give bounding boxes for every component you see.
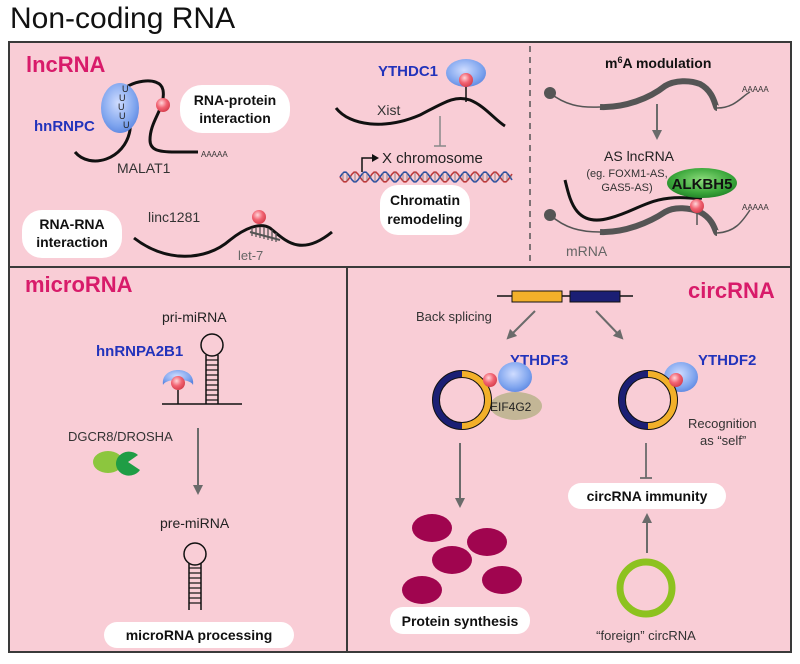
- polya-tail: AAAAA: [201, 150, 228, 159]
- label-as-example-1: (eg. FOXM1-AS,: [586, 168, 667, 180]
- mrna-top: [544, 78, 751, 111]
- malat1-structure: [73, 79, 198, 163]
- badge-rna-rna-interaction: RNA-RNA interaction: [22, 210, 122, 258]
- promoter-arrow: [361, 154, 379, 172]
- label-mrna: mRNA: [566, 243, 608, 259]
- label-malat1: MALAT1: [117, 160, 171, 176]
- arrow-left: [506, 310, 536, 340]
- dgcr8-icon: [93, 451, 123, 473]
- badge-line: microRNA processing: [126, 627, 273, 643]
- exon-navy: [569, 290, 621, 303]
- label-back-splicing: Back splicing: [416, 309, 492, 324]
- badge-protein-synthesis: Protein synthesis: [390, 607, 530, 634]
- circrna-right: [618, 370, 678, 430]
- u-letter: U: [118, 102, 125, 112]
- section-title-circrna: circRNA: [688, 278, 775, 303]
- label-as-lncrna: AS lncRNA: [604, 148, 675, 164]
- label-xist: Xist: [377, 102, 400, 118]
- badge-line: Chromatin: [390, 192, 460, 208]
- polya-tail: AAAAA: [742, 85, 769, 94]
- hnrnpc-protein: [101, 83, 139, 133]
- m6a-site: [252, 210, 266, 224]
- badge-line: RNA-protein: [194, 92, 276, 108]
- label-ythdc1: YTHDC1: [378, 63, 438, 80]
- m6a-site: [156, 98, 170, 112]
- label-eif4g2: EIF4G2: [490, 400, 532, 414]
- protein-blobs: [402, 514, 522, 604]
- badge-chromatin-remodeling: Chromatin remodeling: [380, 185, 470, 235]
- m6a-site: [483, 373, 497, 387]
- m6a-site: [669, 373, 683, 387]
- label-ythdf2: YTHDF2: [698, 352, 756, 369]
- pri-mirna-hairpin: [162, 333, 242, 405]
- pre-mirna-hairpin: [183, 542, 207, 610]
- linc1281-strand: [133, 210, 333, 258]
- arrow-right: [595, 310, 624, 340]
- as-lncrna-strand: [563, 179, 703, 222]
- u-letter: U: [123, 120, 130, 130]
- foreign-circrna-ring: [616, 558, 676, 618]
- uuuuu-letters: U U U U U: [118, 84, 130, 130]
- m6a-site: [459, 73, 473, 87]
- label-alkbh5: ALKBH5: [672, 176, 733, 193]
- section-title-microrna: microRNA: [25, 272, 133, 297]
- u-letter: U: [122, 84, 129, 94]
- badge-rna-protein-interaction: RNA-protein interaction: [180, 85, 290, 133]
- label-dgcr8-drosha: DGCR8/DROSHA: [68, 429, 173, 444]
- polya-tail: AAAAA: [742, 203, 769, 212]
- ythdf3-protein: [498, 362, 532, 392]
- badge-line: circRNA immunity: [587, 488, 708, 504]
- badge-line: Protein synthesis: [402, 613, 519, 629]
- label-recognition-1: Recognition: [688, 416, 757, 431]
- u-letter: U: [119, 93, 126, 103]
- label-let7: let-7: [238, 248, 263, 263]
- label-linc1281: linc1281: [148, 209, 200, 225]
- figure-title: Non-coding RNA: [10, 2, 236, 35]
- eif4g2-protein: [490, 392, 542, 420]
- alkbh5-protein: [667, 168, 737, 198]
- drosha-icon: [115, 451, 140, 476]
- u-letter: U: [119, 111, 126, 121]
- badge-microrna-processing: microRNA processing: [104, 622, 294, 648]
- label-hnrnpa2b1: hnRNPA2B1: [96, 343, 183, 360]
- badge-line: interaction: [199, 110, 271, 126]
- inhibition-immunity: [640, 443, 652, 479]
- circrna-left: [432, 370, 492, 430]
- pre-mrna-exons: [497, 290, 633, 303]
- exon-yellow: [511, 290, 563, 303]
- label-pri-mirna: pri-miRNA: [162, 309, 227, 325]
- m6a-site: [171, 376, 185, 390]
- badge-circrna-immunity: circRNA immunity: [568, 483, 726, 509]
- mrna-bottom: [544, 205, 751, 236]
- section-title-lncrna: lncRNA: [26, 52, 106, 77]
- badge-line: remodeling: [387, 211, 462, 227]
- heading-m6a-modulation: m6A modulation: [605, 55, 711, 71]
- label-foreign-circrna: “foreign” circRNA: [596, 628, 696, 643]
- label-x-chromosome: X chromosome: [382, 150, 483, 167]
- let7-basepairs: [251, 227, 277, 242]
- inhibition-xist: [434, 116, 446, 147]
- label-hnrnpc: hnRNPC: [34, 118, 95, 135]
- badge-line: RNA-RNA: [39, 216, 104, 232]
- dna-helix: [339, 171, 513, 183]
- label-pre-mirna: pre-miRNA: [160, 515, 230, 531]
- label-recognition-2: as “self”: [700, 433, 746, 448]
- m6a-site: [690, 199, 704, 213]
- badge-line: interaction: [36, 234, 108, 250]
- xist-strand: [334, 73, 506, 128]
- label-as-example-2: GAS5-AS): [601, 182, 652, 194]
